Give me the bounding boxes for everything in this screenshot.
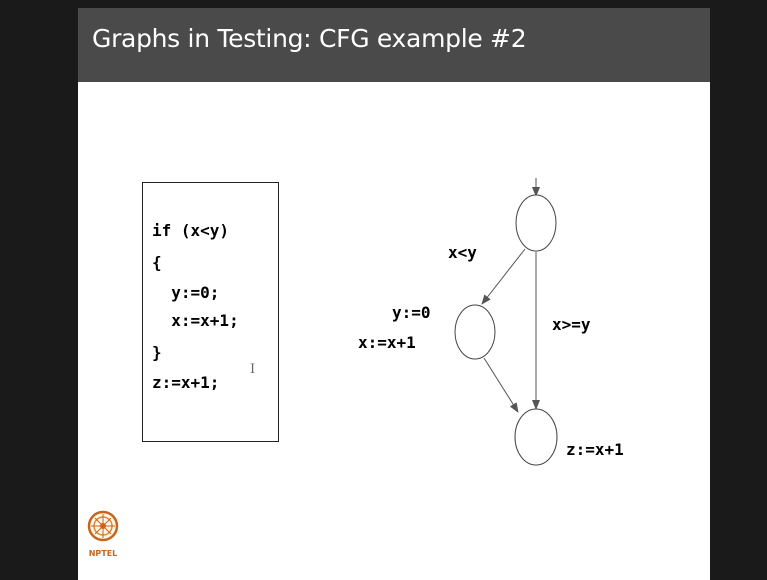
nptel-logo: NPTEL [87,510,119,558]
cfg-diagram: x<y x>=y y:=0 x:=x+1 z:=x+1 [358,178,624,466]
slide-title: Graphs in Testing: CFG example #2 [92,24,527,53]
code-line: } [152,343,162,362]
node-label-then-2: x:=x+1 [358,333,416,352]
node-join [514,408,558,466]
code-line: y:=0; [152,283,220,302]
node-label-then-1: y:=0 [392,303,431,322]
node-condition [515,194,557,252]
edge-true-branch [481,248,526,305]
code-line: { [152,253,162,272]
slide-header: Graphs in Testing: CFG example #2 [78,8,710,82]
edge-then-to-join [483,357,519,413]
code-line: if (x<y) [152,221,230,240]
code-line: x:=x+1; [152,311,239,330]
slide: Graphs in Testing: CFG example #2 if (x<… [78,8,710,580]
node-label-join: z:=x+1 [566,440,624,459]
node-then-block [454,304,496,360]
code-line: z:=x+1; [152,373,220,392]
code-box: if (x<y) { y:=0; x:=x+1; } z:=x+1; [142,182,279,442]
edge-label-true: x<y [448,243,477,262]
logo-text: NPTEL [89,549,118,558]
text-cursor-icon: I [250,362,256,377]
edge-label-false: x>=y [552,315,591,334]
